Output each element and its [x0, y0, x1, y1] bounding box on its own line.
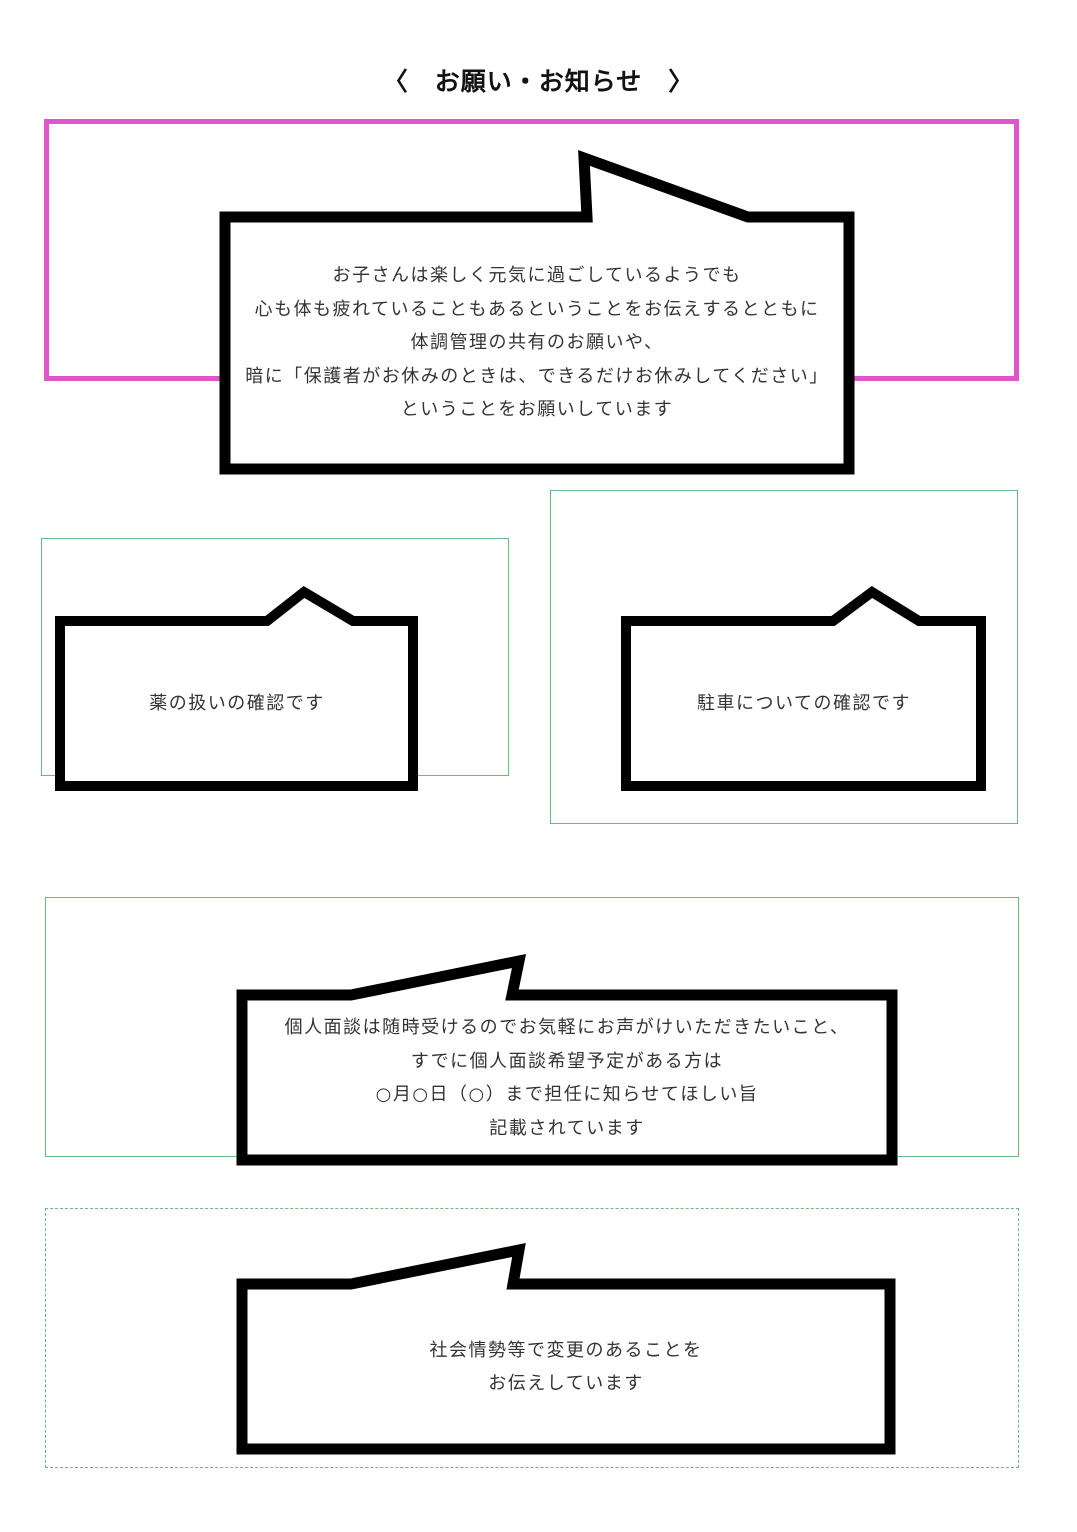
medicine-speech-bubble: 薬の扱いの確認です	[55, 583, 419, 792]
social-speech-bubble: 社会情勢等で変更のあることを お伝えしています	[236, 1243, 898, 1456]
parking-speech-bubble: 駐車についての確認です	[621, 583, 987, 792]
social-text-line-1: 社会情勢等で変更のあることを	[429, 1339, 703, 1361]
speech-bubble-shape	[621, 585, 986, 791]
health-text-line-1: お子さんは楽しく元気に過ごしているようでも	[332, 265, 742, 287]
interview-text-line-1: 個人面談は随時受けるのでお気軽にお声がけいただきたいこと、	[284, 1017, 850, 1038]
speech-bubble-shape	[219, 150, 855, 475]
speech-bubble-shape	[55, 585, 418, 791]
interview-speech-bubble: 個人面談は随時受けるのでお気軽にお声がけいただきたいこと、 すでに個人面談希望予…	[236, 953, 898, 1166]
interview-text-line-3: ○月○日（○）まで担任に知らせてほしい旨	[375, 1084, 759, 1105]
health-text-line-2: 心も体も疲れていることもあるということをお伝えするとともに	[254, 298, 820, 320]
parking-text-line-1: 駐車についての確認です	[697, 693, 911, 715]
social-section-frame	[45, 1208, 1019, 1468]
health-speech-bubble: お子さんは楽しく元気に過ごしているようでも 心も体も疲れていることもあるというこ…	[218, 150, 856, 476]
page-title: 〈 お願い・お知らせ 〉	[382, 67, 695, 96]
speech-bubble-shape	[236, 953, 898, 1166]
speech-bubble-shape	[236, 1243, 896, 1455]
parking-section-frame	[550, 490, 1018, 824]
health-text-line-5: ということをお願いしています	[400, 399, 674, 421]
interview-text-line-2: すでに個人面談希望予定がある方は	[410, 1050, 724, 1072]
health-text-line-4: 暗に「保護者がお休みのときは、できるだけお休みしてください」	[245, 365, 829, 387]
interview-text-line-4: 記載されています	[489, 1117, 645, 1139]
health-text-line-3: 体調管理の共有のお願いや、	[410, 332, 664, 354]
social-text-line-2: お伝えしています	[488, 1373, 644, 1394]
medicine-text-line-1: 薬の扱いの確認です	[149, 693, 325, 715]
